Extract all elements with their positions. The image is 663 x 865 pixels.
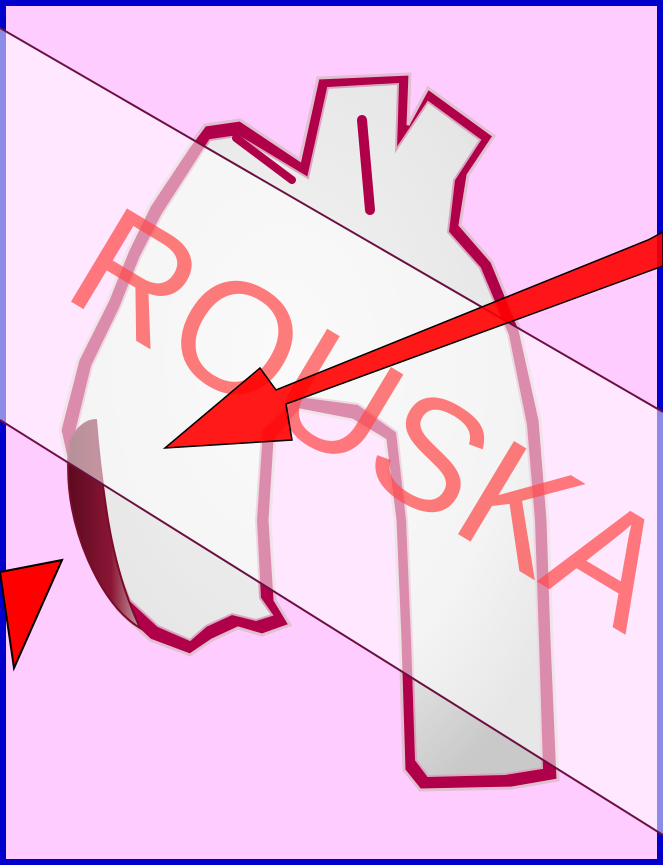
diagram-canvas: ROUSKA [0, 0, 663, 865]
